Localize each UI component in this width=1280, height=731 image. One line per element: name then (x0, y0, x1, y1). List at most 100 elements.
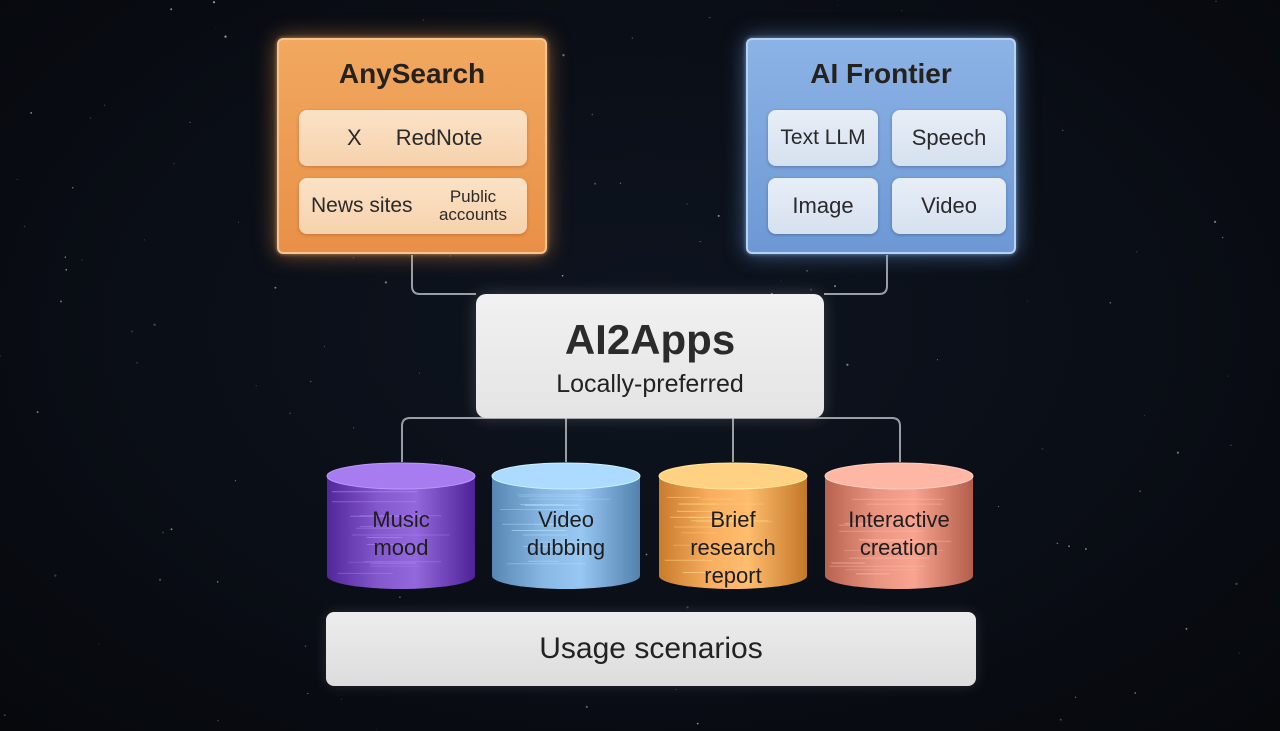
chip-image: Image (768, 178, 878, 234)
connector-frontier-to-hub (824, 255, 888, 295)
cylinder-shape (326, 462, 476, 589)
star (1109, 302, 1112, 304)
star (3, 714, 6, 717)
star (98, 643, 100, 645)
app-brief-research-report: Brief research report (658, 462, 808, 590)
star (399, 596, 401, 598)
app-interactive-creation: Interactive creation (824, 462, 974, 590)
app-video-dubbing: Video dubbing (491, 462, 641, 590)
star (806, 270, 808, 272)
star (419, 372, 421, 374)
star (1230, 444, 1232, 446)
star (189, 121, 191, 124)
star (71, 186, 74, 189)
star (1085, 548, 1087, 550)
chip-news-public: News sites Public accounts (299, 178, 527, 234)
cylinder-top (658, 462, 808, 490)
star (212, 1, 216, 4)
star (1221, 236, 1224, 239)
star (1041, 448, 1044, 450)
star (809, 288, 813, 291)
star (153, 323, 156, 326)
star (136, 362, 138, 364)
star (780, 280, 782, 282)
cylinder-top (491, 462, 641, 490)
star (65, 269, 67, 271)
star (594, 182, 597, 185)
chip-x: X (347, 125, 362, 150)
star (104, 104, 106, 106)
chip-news-sites: News sites (311, 194, 413, 217)
star (834, 285, 836, 288)
app-brief-research-report-label: Brief research report (690, 507, 776, 588)
star (161, 531, 164, 534)
chip-public-accounts: Public accounts (438, 187, 508, 224)
star (384, 281, 388, 284)
cylinder-shape (491, 462, 641, 589)
star (170, 8, 173, 11)
ai-frontier-panel: AI Frontier Text LLM Speech Image Video (746, 38, 1016, 254)
cylinder-body (327, 476, 475, 589)
star (304, 645, 307, 648)
star (709, 16, 711, 19)
app-music-mood: Music mood (326, 462, 476, 590)
star (1059, 718, 1062, 721)
star (376, 729, 378, 731)
star (1074, 696, 1077, 699)
star (1238, 652, 1240, 654)
star (60, 300, 62, 303)
star (699, 240, 701, 243)
star (837, 5, 839, 7)
connector-anysearch-to-hub (411, 255, 476, 295)
star (216, 581, 219, 583)
anysearch-title: AnySearch (338, 58, 486, 89)
star (238, 221, 239, 223)
star (1062, 129, 1064, 132)
star (585, 705, 588, 709)
cylinder-shape (658, 462, 808, 589)
hub-subtitle: Locally-preferred (556, 370, 744, 398)
star (1235, 582, 1238, 586)
cylinder-body (825, 476, 973, 589)
star (1144, 415, 1145, 416)
star (1227, 375, 1229, 377)
star (1139, 490, 1141, 492)
star (89, 117, 91, 119)
hub-title: AI2Apps (564, 316, 736, 363)
star (936, 359, 939, 361)
star (30, 111, 33, 114)
star (1026, 300, 1028, 302)
chip-text-llm: Text LLM (768, 110, 878, 166)
star (591, 113, 594, 116)
star (274, 286, 277, 289)
cylinder-shape (824, 462, 974, 589)
app-interactive-creation-label: Interactive creation (848, 507, 950, 560)
star (352, 257, 355, 259)
star (675, 688, 677, 690)
star (562, 54, 565, 57)
star (16, 178, 18, 180)
star (1185, 627, 1188, 630)
chip-speech: Speech (892, 110, 1006, 166)
star (619, 182, 622, 184)
star (422, 19, 424, 21)
star (217, 719, 219, 722)
star (170, 528, 173, 531)
app-music-mood-label: Music mood (372, 507, 430, 560)
star (846, 363, 849, 366)
ai2apps-hub: AI2Apps Locally-preferred (476, 294, 824, 418)
star (686, 203, 688, 205)
chip-rednote: RedNote (395, 125, 483, 150)
star (1213, 220, 1217, 224)
star (173, 162, 175, 165)
chip-x-rednote: X RedNote (299, 110, 527, 166)
star (309, 380, 312, 383)
star (158, 578, 162, 581)
star (234, 480, 236, 482)
star (717, 214, 720, 217)
star (36, 411, 39, 414)
star (1176, 451, 1179, 454)
star (561, 274, 564, 277)
star (324, 346, 325, 348)
anysearch-panel: AnySearch X RedNote News sites Public ac… (277, 38, 547, 254)
